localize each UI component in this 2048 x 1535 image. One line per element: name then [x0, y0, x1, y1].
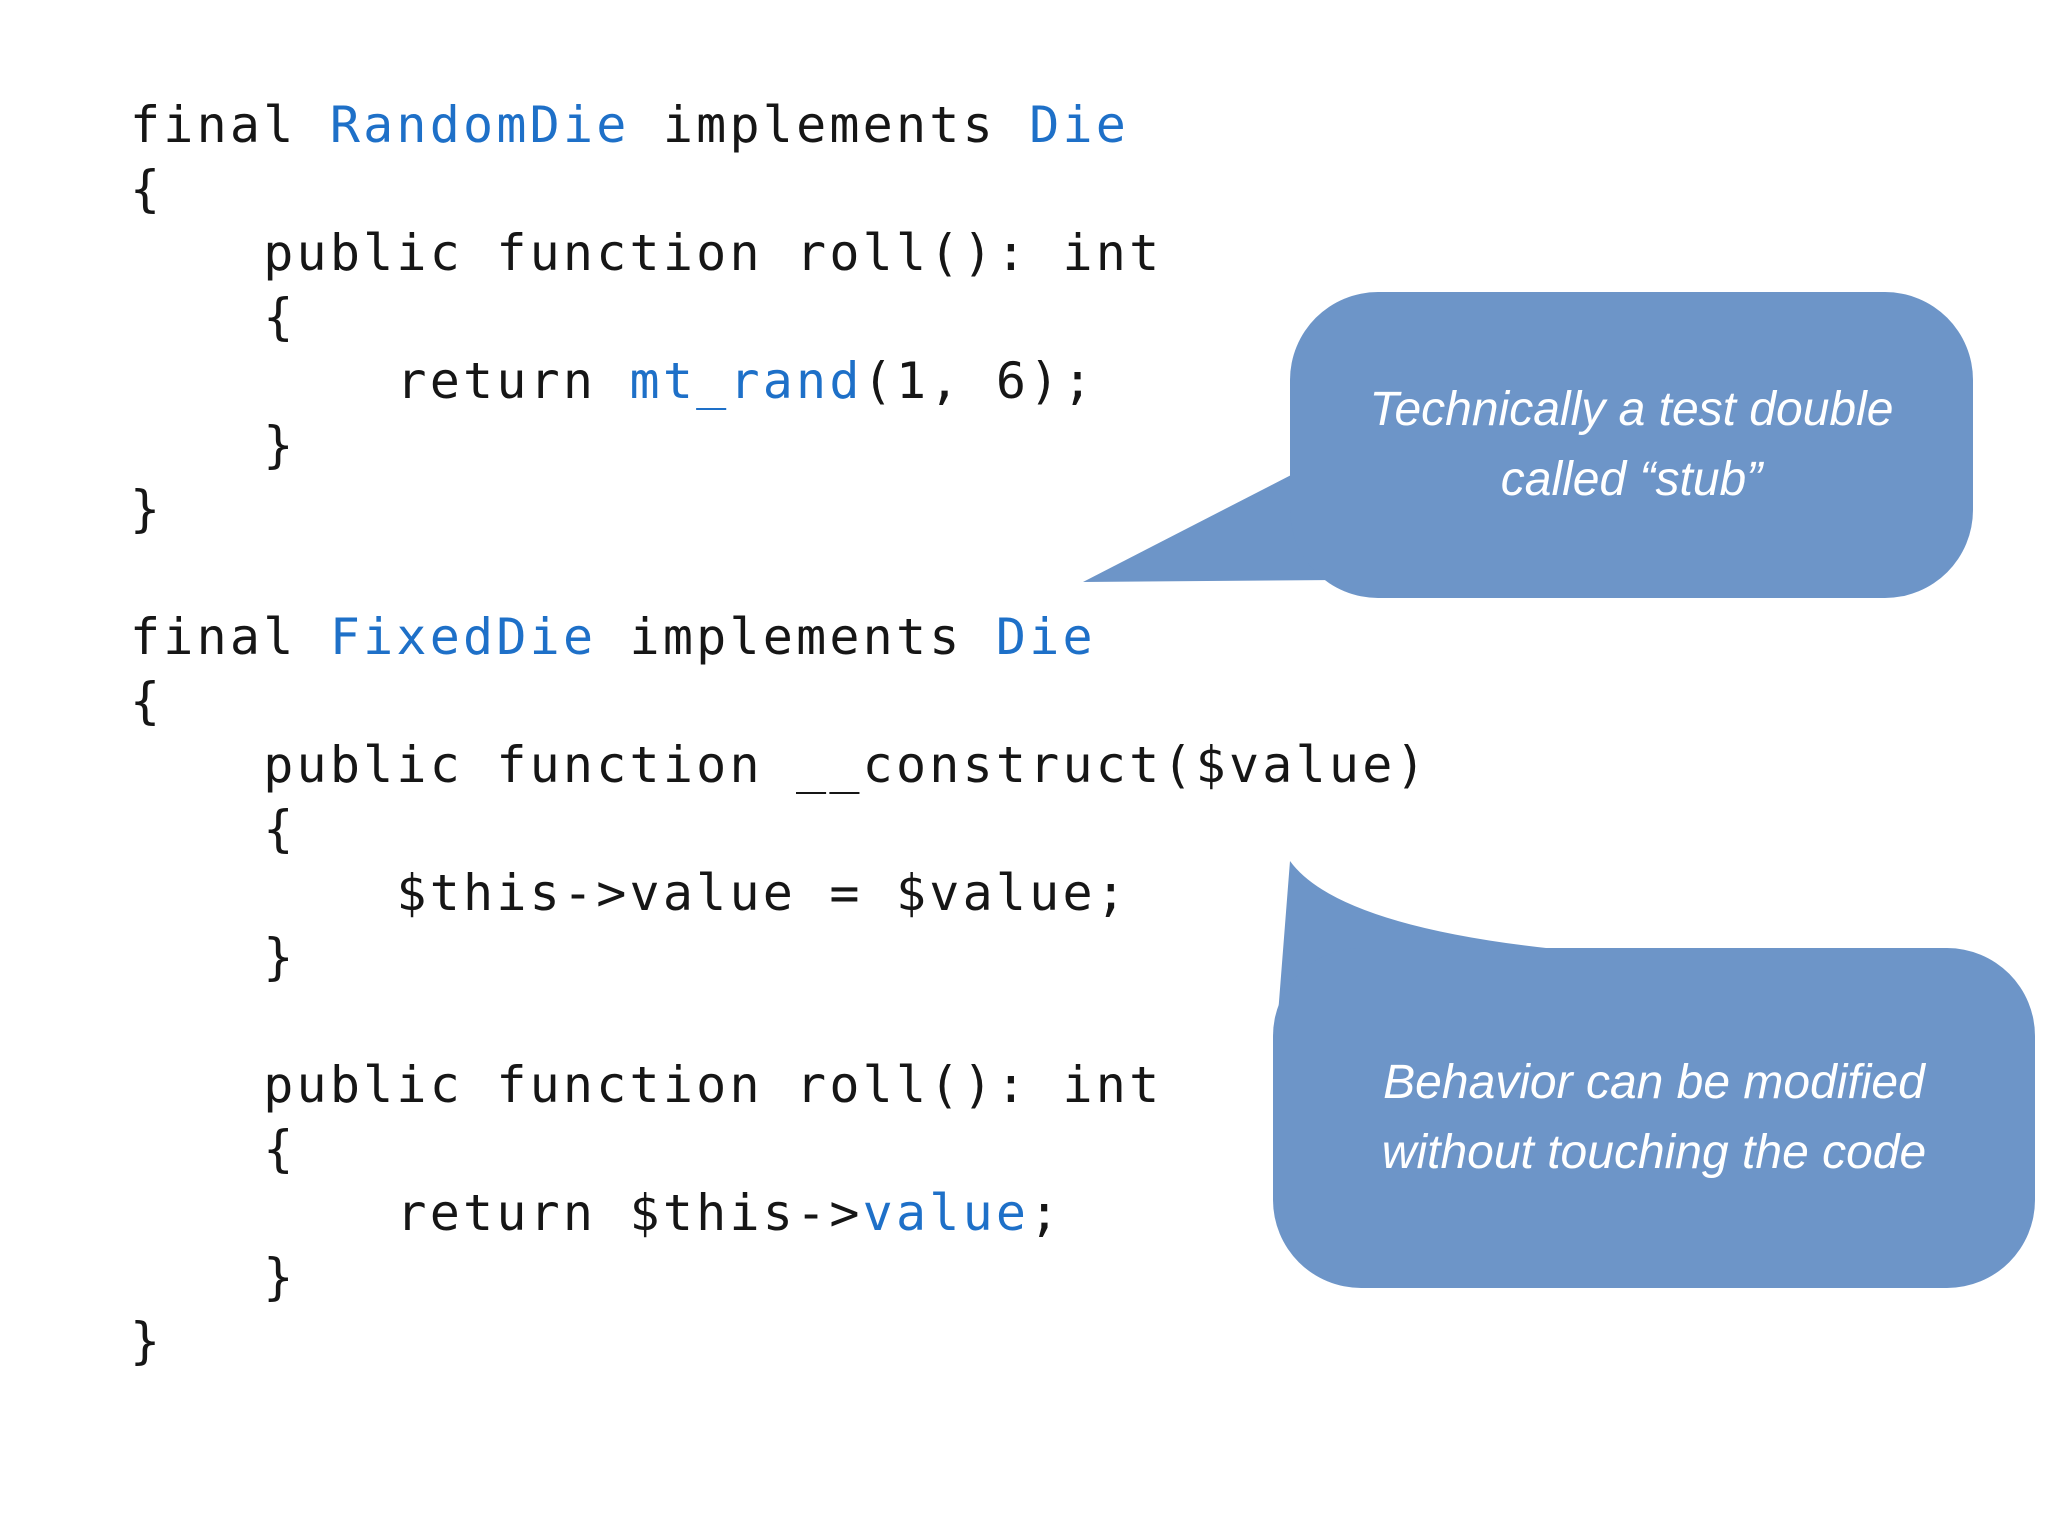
code-token: public function __construct($value): [130, 736, 1429, 794]
code-token: public function roll(): int: [130, 224, 1163, 282]
code-token: {: [130, 160, 164, 218]
code-token: {: [130, 288, 297, 346]
code-line: return $this->value;: [130, 1181, 1429, 1245]
code-token: return $this->: [130, 1184, 863, 1242]
code-line: }: [130, 925, 1429, 989]
bubble-text-line: without touching the code: [1381, 1126, 1927, 1179]
code-token-highlight: Die: [1029, 96, 1130, 154]
code-token-highlight: Die: [995, 608, 1096, 666]
code-token: }: [130, 1248, 297, 1306]
code-line: public function roll(): int: [130, 221, 1429, 285]
code-line: }: [130, 1245, 1429, 1309]
code-line: {: [130, 797, 1429, 861]
code-token-highlight: mt_rand: [629, 352, 863, 410]
code-line: final FixedDie implements Die: [130, 605, 1429, 669]
code-line: [130, 541, 1429, 605]
code-token: final: [130, 96, 330, 154]
code-token-highlight: RandomDie: [329, 96, 630, 154]
code-token: public function roll(): int: [130, 1056, 1163, 1114]
code-token: ;: [1029, 1184, 1063, 1242]
code-line: public function roll(): int: [130, 1053, 1429, 1117]
code-line: $this->value = $value;: [130, 861, 1429, 925]
code-line: }: [130, 1309, 1429, 1373]
code-token-highlight: FixedDie: [329, 608, 597, 666]
code-line: }: [130, 413, 1429, 477]
speech-bubble-behavior: Behavior can be modified without touchin…: [1273, 948, 2035, 1288]
code-token: final: [130, 608, 330, 666]
code-line: return mt_rand(1, 6);: [130, 349, 1429, 413]
code-token: {: [130, 1120, 297, 1178]
code-block: final RandomDie implements Die{ public f…: [130, 93, 1429, 1373]
code-line: final RandomDie implements Die: [130, 93, 1429, 157]
code-line: public function __construct($value): [130, 733, 1429, 797]
code-token: (1, 6);: [862, 352, 1096, 410]
code-token: }: [130, 416, 297, 474]
code-token: }: [130, 928, 297, 986]
bubble-text-line: called “stub”: [1500, 453, 1763, 506]
code-line: {: [130, 669, 1429, 733]
code-token-highlight: value: [862, 1184, 1030, 1242]
code-line: }: [130, 477, 1429, 541]
code-token: return: [130, 352, 630, 410]
code-token: implements: [596, 608, 996, 666]
code-token: }: [130, 1312, 164, 1370]
code-token: $this->value = $value;: [130, 864, 1130, 922]
code-token: {: [130, 672, 164, 730]
bubble-text-line: Behavior can be modified: [1383, 1056, 1925, 1109]
code-line: {: [130, 157, 1429, 221]
code-line: {: [130, 1117, 1429, 1181]
code-line: {: [130, 285, 1429, 349]
code-token: implements: [629, 96, 1030, 154]
bubble-text-line: Technically a test double: [1369, 383, 1894, 436]
code-token: }: [130, 480, 164, 538]
speech-bubble-stub: Technically a test double called “stub”: [1290, 292, 1973, 598]
code-token: {: [130, 800, 297, 858]
code-line: [130, 989, 1429, 1053]
